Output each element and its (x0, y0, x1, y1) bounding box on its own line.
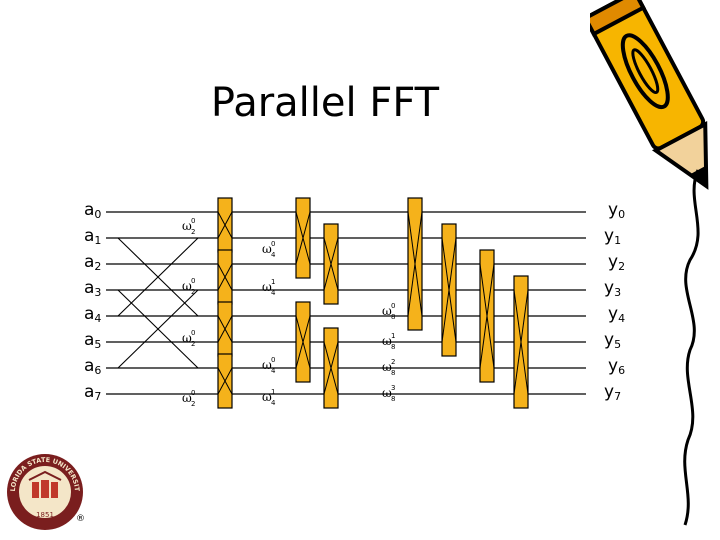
registered-mark: ® (76, 514, 85, 524)
twiddle-omega: ω (262, 390, 272, 404)
twiddle-exponent: 0 (271, 356, 275, 364)
butterfly-8 (407, 197, 423, 331)
butterfly-cross (295, 211, 311, 265)
butterfly-0 (217, 197, 233, 253)
butterfly-4 (295, 197, 311, 279)
twiddle-exponent: 0 (191, 217, 195, 225)
twiddle-exponent: 1 (271, 278, 275, 286)
wires (106, 211, 586, 395)
university-seal-logo: 1851 FLORIDA STATE UNIVERSITY (5, 452, 83, 530)
butterfly-6 (295, 301, 311, 383)
butterfly-boxes (217, 197, 529, 409)
twiddle-exponent: 1 (391, 332, 395, 340)
output-label-2: y2 (608, 252, 626, 273)
crossing-wire-6 (117, 289, 199, 369)
twiddle-subscript: 4 (271, 251, 276, 259)
output-label-4: y4 (608, 304, 626, 325)
butterfly-7 (323, 327, 339, 409)
input-label-6: a6 (84, 356, 102, 377)
input-label-0: a0 (84, 200, 102, 221)
twiddle-omega: ω (262, 358, 272, 372)
twiddle-exponent: 0 (191, 329, 195, 337)
input-label-7: a7 (84, 382, 102, 403)
twiddle-exponent: 3 (391, 384, 395, 392)
twiddle-omega: ω (182, 279, 192, 293)
twiddle-subscript: 2 (191, 400, 195, 408)
twiddle-subscript: 2 (191, 340, 195, 348)
output-label-3: y3 (604, 278, 622, 299)
twiddle-subscript: 4 (271, 399, 276, 407)
logo-year: 1851 (36, 511, 54, 519)
twiddle-omega: ω (382, 304, 392, 318)
twiddle-omega: ω (182, 331, 192, 345)
twiddle-subscript: 4 (271, 367, 276, 375)
butterfly-10 (479, 249, 495, 383)
slide-title: Parallel FFT (210, 80, 440, 126)
twiddle-omega: ω (182, 391, 192, 405)
butterfly-cross (479, 263, 495, 369)
twiddle-omega: ω (382, 386, 392, 400)
output-label-0: y0 (608, 200, 626, 221)
twiddle-omega: ω (262, 280, 272, 294)
crossing-wire-4 (117, 237, 199, 317)
butterfly-cross (407, 211, 423, 317)
output-label-5: y5 (604, 330, 622, 351)
input-label-1: a1 (84, 226, 102, 247)
twiddle-omega: ω (262, 242, 272, 256)
twiddle-subscript: 8 (391, 369, 395, 377)
butterfly-cross (323, 341, 339, 395)
butterfly-cross (295, 315, 311, 369)
twiddle-omega: ω (382, 334, 392, 348)
output-label-1: y1 (604, 226, 622, 247)
input-label-2: a2 (84, 252, 102, 273)
twiddle-exponent: 0 (191, 389, 195, 397)
twiddle-exponent: 2 (391, 358, 395, 366)
butterfly-1 (217, 249, 233, 305)
butterfly-3 (217, 353, 233, 409)
twiddle-subscript: 8 (391, 395, 395, 403)
twiddle-exponent: 0 (271, 240, 275, 248)
butterfly-cross (217, 211, 233, 239)
butterfly-9 (441, 223, 457, 357)
butterfly-cross (217, 315, 233, 343)
butterfly-2 (217, 301, 233, 357)
butterfly-cross (323, 237, 339, 291)
output-label-7: y7 (604, 382, 622, 403)
twiddle-subscript: 8 (391, 313, 395, 321)
butterfly-11 (513, 275, 529, 409)
input-label-5: a5 (84, 330, 102, 351)
output-label-6: y6 (608, 356, 626, 377)
butterfly-cross (217, 263, 233, 291)
pencil-icon (590, 0, 709, 526)
twiddle-subscript: 2 (191, 228, 195, 236)
butterfly-cross (513, 289, 529, 395)
butterfly-cross (217, 367, 233, 395)
twiddle-subscript: 2 (191, 288, 195, 296)
twiddle-subscript: 8 (391, 343, 395, 351)
twiddle-exponent: 0 (191, 277, 195, 285)
butterfly-cross (441, 237, 457, 343)
twiddle-omega: ω (182, 219, 192, 233)
twiddle-omega: ω (382, 360, 392, 374)
input-label-4: a4 (84, 304, 102, 325)
twiddle-subscript: 4 (271, 289, 276, 297)
twiddle-exponent: 1 (271, 388, 275, 396)
twiddle-exponent: 0 (391, 302, 395, 310)
butterfly-5 (323, 223, 339, 305)
input-label-3: a3 (84, 278, 102, 299)
